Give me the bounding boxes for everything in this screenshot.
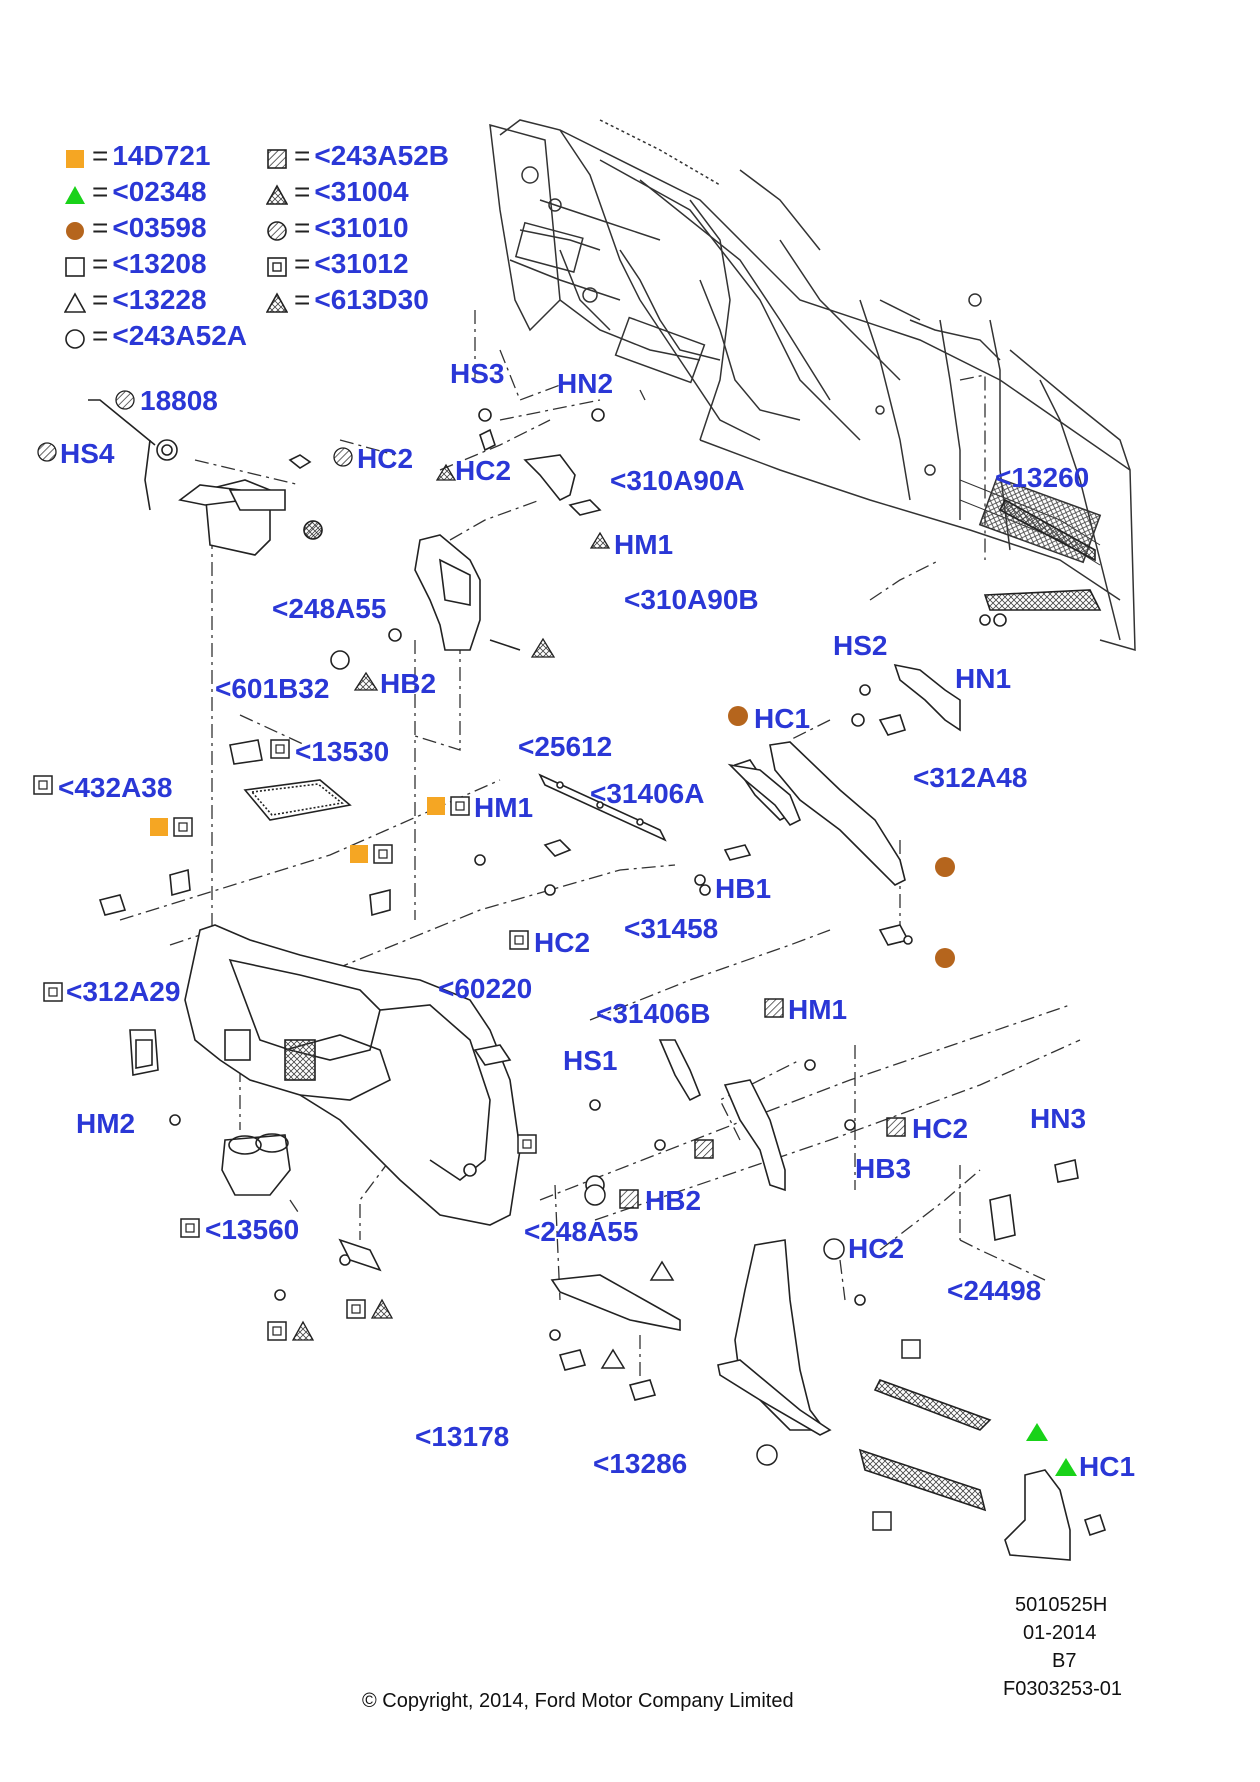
boxed-square-icon: [266, 253, 288, 277]
label-hc2-d: HC2: [912, 1113, 969, 1144]
label-hc2-b: HC2: [455, 455, 512, 486]
legend-row: =<243A52B: [266, 140, 449, 172]
label-601b32: <601B32: [215, 673, 330, 704]
label-31406b: <31406B: [596, 998, 711, 1029]
legend-row: =<03598: [64, 212, 207, 244]
legend-row: =<13228: [63, 284, 207, 316]
legend-equals: =: [92, 176, 109, 207]
legend-row: =<13208: [64, 248, 207, 280]
label-hm1-a: HM1: [614, 529, 674, 560]
legend-code: <613D30: [314, 284, 429, 315]
legend-equals: =: [92, 212, 109, 243]
legend-equals: =: [92, 140, 109, 171]
label-hs1: HS1: [563, 1045, 618, 1076]
label-hs4: HS4: [60, 438, 115, 469]
label-13286: <13286: [593, 1448, 688, 1479]
legend-equals: =: [92, 284, 109, 315]
label-13560: <13560: [205, 1214, 300, 1245]
copyright: © Copyright, 2014, Ford Motor Company Li…: [362, 1690, 794, 1712]
legend-code: <03598: [112, 212, 207, 243]
legend-row: =<31010: [266, 212, 409, 244]
legend-row: =<31004: [265, 176, 409, 208]
legend-equals: =: [294, 248, 311, 279]
green-triangle-icon: [64, 181, 86, 204]
label-432a38: <432A38: [58, 772, 173, 803]
label-13530: <13530: [295, 736, 390, 767]
label-13260: <13260: [995, 462, 1090, 493]
legend-equals: =: [294, 212, 311, 243]
footer-ref4: F0303253-01: [1003, 1678, 1122, 1700]
label-24498: <24498: [947, 1275, 1042, 1306]
legend-code: <13208: [112, 248, 207, 279]
label-hc1-b: HC1: [1079, 1451, 1136, 1482]
legend-code: <31012: [314, 248, 409, 279]
label-hn2: HN2: [557, 368, 614, 399]
label-248a55-b: <248A55: [524, 1216, 639, 1247]
label-hb3: HB3: [855, 1153, 912, 1184]
open-triangle-icon: [63, 289, 87, 313]
legend-row: =<31012: [266, 248, 409, 280]
label-hs2: HS2: [833, 630, 888, 661]
label-hs3: HS3: [450, 358, 505, 389]
label-hc2-a: HC2: [357, 443, 414, 474]
legend-row: =<243A52A: [64, 320, 247, 352]
legend-code: <243A52B: [314, 140, 450, 171]
label-312a29: <312A29: [66, 976, 181, 1007]
parts: [88, 399, 1107, 1561]
orange-square-icon: [64, 145, 86, 168]
label-25612: <25612: [518, 731, 613, 762]
legend-code: <13228: [112, 284, 207, 315]
legend-row: =14D721: [64, 140, 210, 172]
legend-code: <243A52A: [112, 320, 248, 351]
label-hc1-a: HC1: [754, 703, 811, 734]
label-310a90a: <310A90A: [610, 465, 745, 496]
label-60220: <60220: [438, 973, 533, 1004]
label-hm2: HM2: [76, 1108, 136, 1139]
brown-circle-icon: [64, 217, 86, 240]
legend-equals: =: [92, 320, 109, 351]
label-248a55-a: <248A55: [272, 593, 387, 624]
legend-code: <31010: [314, 212, 409, 243]
open-circle-icon: [64, 325, 86, 349]
label-hn1: HN1: [955, 663, 1012, 694]
hatched-circle-icon: [266, 217, 288, 241]
label-hb2-a: HB2: [380, 668, 437, 699]
legend-equals: =: [294, 140, 311, 171]
footer-ref1: 5010525H: [1015, 1594, 1108, 1616]
label-310a90b: <310A90B: [624, 584, 759, 615]
footer-ref2: 01-2014: [1023, 1622, 1097, 1644]
label-hc2-c: HC2: [534, 927, 591, 958]
label-312a48: <312A48: [913, 762, 1028, 793]
label-hb2-b: HB2: [645, 1185, 702, 1216]
dotted-triangle-icon: [265, 181, 289, 205]
legend-equals: =: [294, 176, 311, 207]
legend-row: =<613D30: [265, 284, 429, 316]
label-hc2-e: HC2: [848, 1233, 905, 1264]
label-hm1-b: HM1: [474, 792, 534, 823]
label-13178: <13178: [415, 1421, 510, 1452]
cross-triangle-icon: [265, 289, 289, 313]
legend-equals: =: [92, 248, 109, 279]
open-square-icon: [64, 253, 86, 277]
label-hn3: HN3: [1030, 1103, 1087, 1134]
label-31406a: <31406A: [590, 778, 705, 809]
legend-code: <02348: [112, 176, 207, 207]
hatched-square-icon: [266, 145, 288, 169]
footer-ref3: B7: [1052, 1650, 1077, 1672]
legend-code: 14D721: [112, 140, 211, 171]
legend-row: =<02348: [64, 176, 207, 208]
label-31458: <31458: [624, 913, 719, 944]
label-hm1-c: HM1: [788, 994, 848, 1025]
legend-code: <31004: [314, 176, 409, 207]
label-18808: 18808: [140, 385, 218, 416]
label-hb1: HB1: [715, 873, 772, 904]
legend-equals: =: [294, 284, 311, 315]
